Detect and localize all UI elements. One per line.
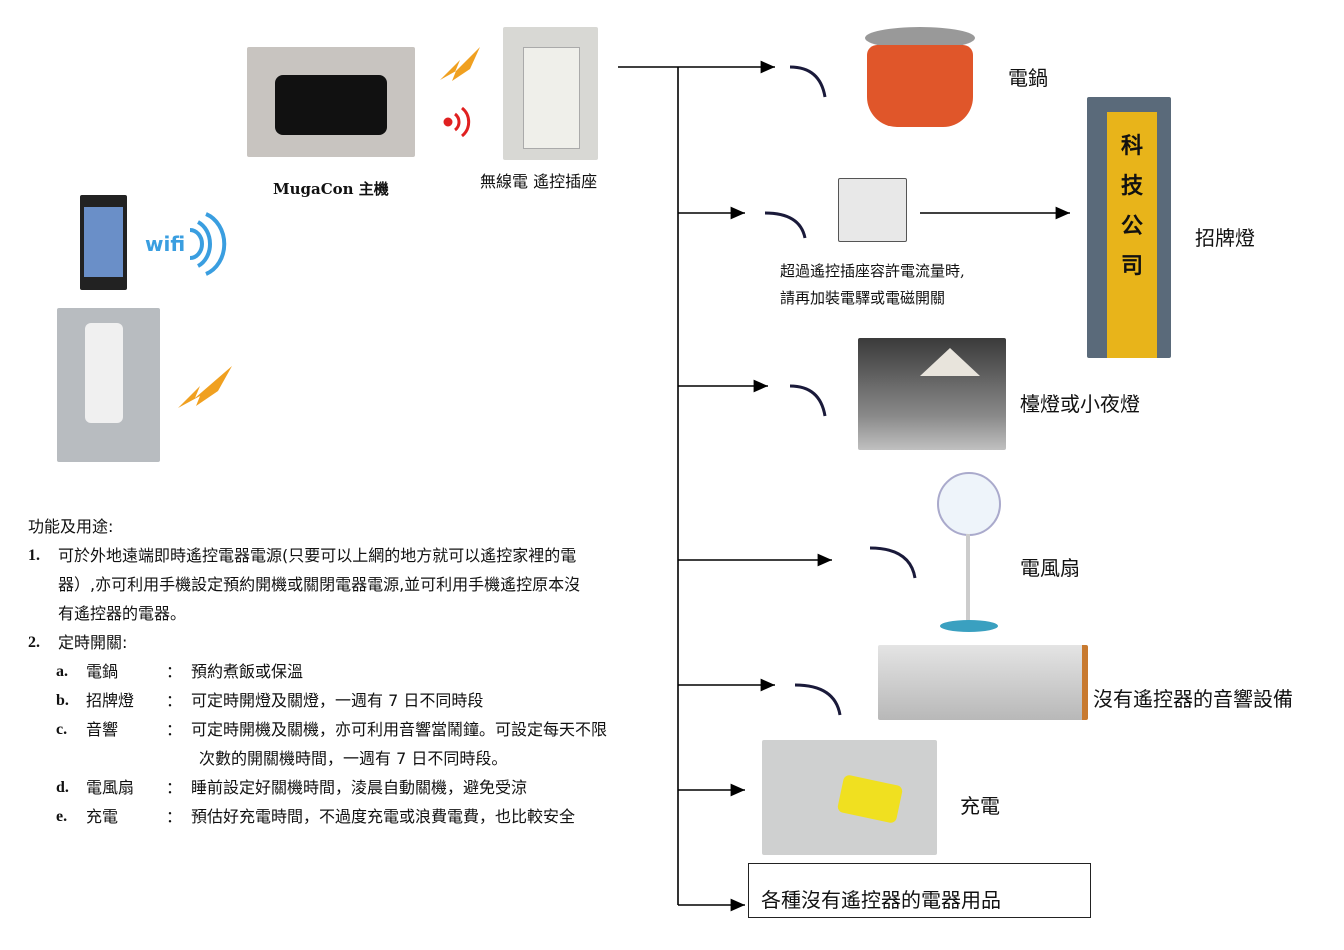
sign-light-label: 招牌燈 (1195, 226, 1255, 250)
charger-image (762, 740, 937, 855)
item-line: 有遙控器的電器。 (58, 604, 187, 623)
other-appliances-box: 各種沒有遙控器的電器用品 (748, 863, 1091, 918)
sub-value: 預約煮飯或保溫 (191, 662, 304, 681)
amplifier-image (878, 645, 1088, 720)
wifi-waves-icon (189, 212, 227, 276)
audio-label: 沒有遙控器的音響設備 (1093, 687, 1293, 711)
colon: ： (166, 778, 183, 797)
sub-key: 招牌燈 (86, 691, 135, 710)
description-title: 功能及用途: (28, 517, 114, 536)
fan-label: 電風扇 (1020, 556, 1080, 580)
colon: ： (166, 807, 183, 826)
sub-value: 睡前設定好關機時間，淩晨自動關機，避免受涼 (191, 778, 528, 797)
sub-key: 電風扇 (86, 778, 135, 797)
sub-letter: d. (56, 779, 69, 796)
plug-cable (764, 211, 807, 239)
item-number: 1. (28, 547, 40, 564)
sub-key: 充電 (86, 807, 119, 826)
socket-label: 無線電 遙控插座 (480, 172, 598, 191)
sub-letter: e. (56, 808, 68, 825)
plug-cable (789, 384, 827, 417)
sign-char: 公 (1120, 214, 1143, 239)
sub-item: b. 招牌燈 ： 可定時開燈及關燈，一週有 7 日不同時段 (28, 686, 607, 715)
remote-socket-image (503, 27, 598, 160)
host-label: MugaCon 主機 (273, 180, 389, 198)
sign-char: 科 (1120, 134, 1143, 159)
sub-letter: b. (56, 692, 69, 709)
sub-item: a. 電鍋 ： 預約煮飯或保溫 (28, 657, 607, 686)
smartphone-image (80, 195, 127, 290)
description: 功能及用途: 1. 可於外地遠端即時遙控電器電源(只要可以上網的地方就可以遙控家裡… (28, 512, 607, 831)
lamp-label: 檯燈或小夜燈 (1020, 392, 1140, 416)
fan-image (935, 472, 1001, 635)
sub-value: 預估好充電時間，不過度充電或浪費電費，也比較安全 (191, 807, 576, 826)
sub-key: 電鍋 (86, 662, 119, 681)
sub-letter: a. (56, 663, 68, 680)
signal-bolts (178, 47, 480, 408)
contactor-image (838, 178, 907, 242)
sub-item: c. 音響 ： 可定時開機及關機，亦可利用音響當鬧鐘。可設定每天不限次數的開關機時間，… (28, 715, 607, 773)
sub-value: 可定時開機及關機，亦可利用音響當鬧鐘。可設定每天不限 (191, 720, 608, 739)
sub-item: e. 充電 ： 預估好充電時間，不過度充電或浪費電費，也比較安全 (28, 802, 607, 831)
lamp-image (858, 338, 1006, 450)
item-number: 2. (28, 634, 40, 651)
sign-char: 司 (1120, 254, 1143, 279)
sign-char: 技 (1120, 174, 1143, 199)
item-line: 可於外地遠端即時遙控電器電源(只要可以上網的地方就可以遙控家裡的電 (58, 546, 577, 565)
colon: ： (166, 720, 183, 739)
wifi-label: wifi (145, 232, 186, 256)
sub-item: d. 電風扇 ： 睡前設定好關機時間，淩晨自動關機，避免受涼 (28, 773, 607, 802)
item-line: 器）,亦可利用手機設定預約開機或關閉電器電源,並可利用手機遙控原本沒 (58, 575, 581, 594)
colon: ： (166, 662, 183, 681)
radio-signal-icon (443, 106, 471, 138)
rice-cooker-image (855, 25, 985, 130)
item-line: 定時開關: (58, 633, 128, 652)
charging-label: 充電 (960, 794, 1000, 818)
contactor-note: 超過遙控插座容許電流量時, 請再加裝電驛或電磁開關 (780, 258, 965, 312)
sub-value: 可定時開燈及關燈，一週有 7 日不同時段 (191, 691, 484, 710)
plug-cable (789, 65, 827, 98)
sub-key: 音響 (86, 720, 119, 739)
signboard-image: 科技公司 (1087, 97, 1171, 358)
sub-letter: c. (56, 721, 68, 738)
remote-control-image (57, 308, 160, 462)
plug-cable (869, 546, 917, 579)
rice-cooker-label: 電鍋 (1008, 66, 1048, 90)
mugacon-host-image (247, 47, 415, 157)
colon: ： (166, 691, 183, 710)
sub-value: 次數的開關機時間，一週有 7 日不同時段。 (199, 749, 508, 768)
note-line: 超過遙控插座容許電流量時, (780, 262, 965, 280)
note-line: 請再加裝電驛或電磁開關 (780, 289, 946, 307)
plug-cable (794, 683, 842, 716)
